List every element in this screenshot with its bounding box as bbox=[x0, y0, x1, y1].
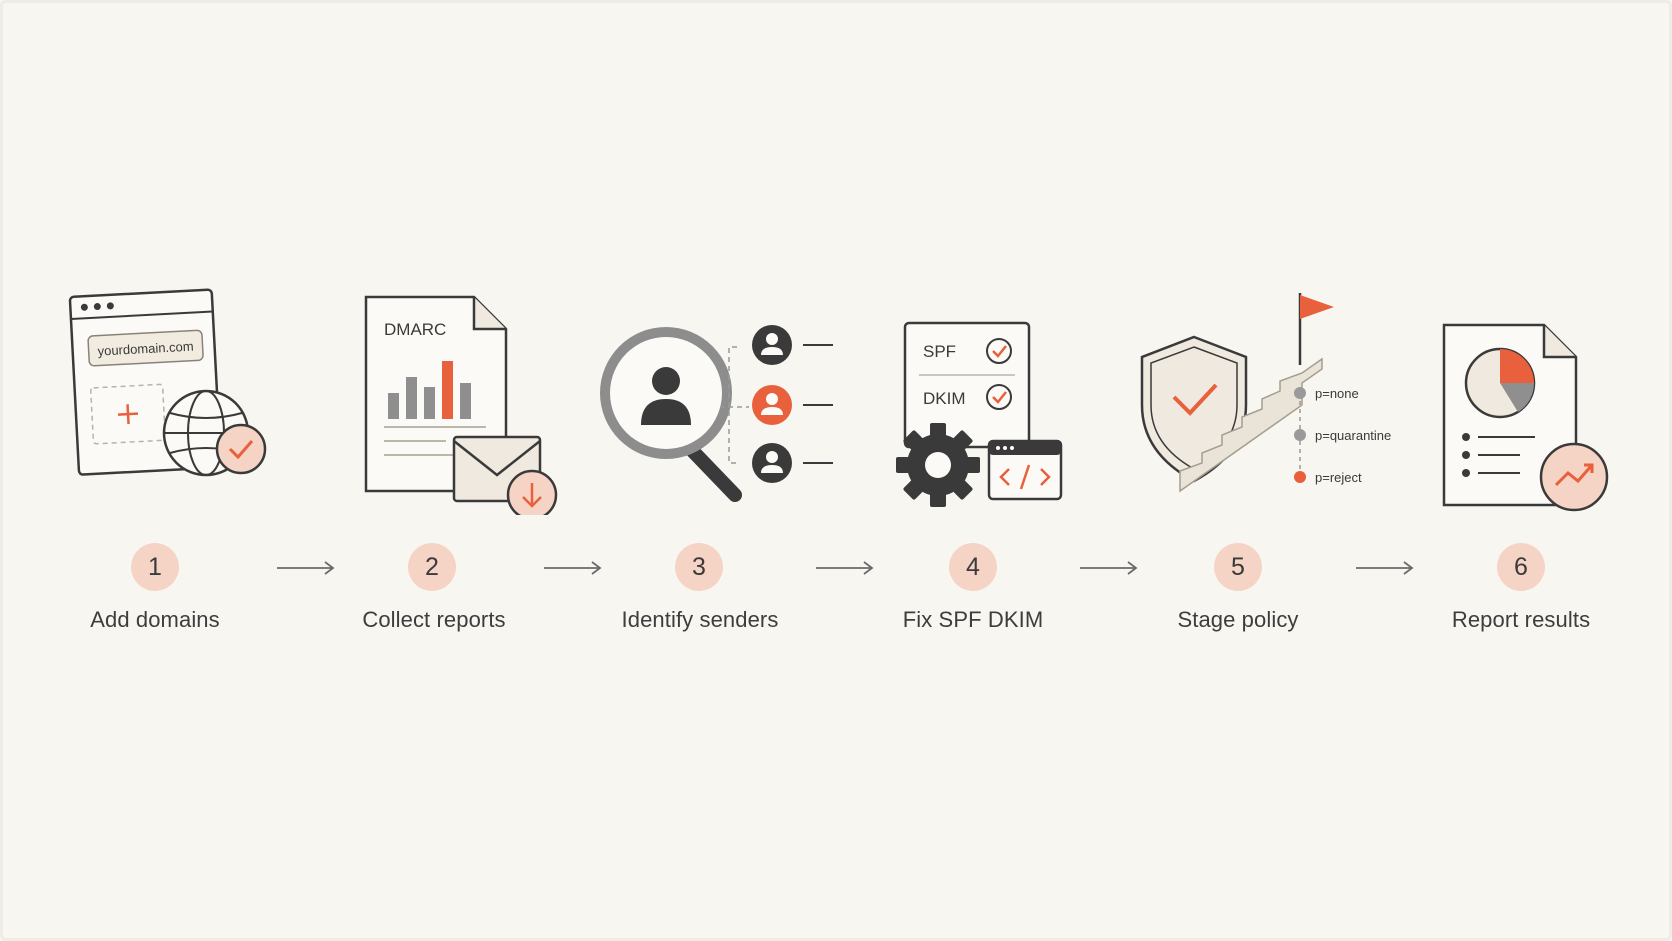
policy-quarantine: p=quarantine bbox=[1315, 428, 1391, 443]
code-window-icon bbox=[987, 439, 1063, 501]
shield-check-icon: p=none p=quarantine p=reject bbox=[1140, 293, 1391, 493]
step-fix-spf-dkim: SPF DKIM bbox=[843, 285, 1103, 665]
step-number-badge: 4 bbox=[949, 543, 997, 591]
step-number-badge: 1 bbox=[131, 543, 179, 591]
step-label: Add domains bbox=[90, 607, 220, 632]
step-stage-policy: p=none p=quarantine p=reject 5 Stage pol… bbox=[1110, 285, 1391, 665]
staircase-flag-icon: p=none p=quarantine p=reject bbox=[1179, 293, 1391, 493]
globe-check-icon bbox=[162, 389, 267, 477]
domain-url-text: yourdomain.com bbox=[97, 339, 194, 359]
spf-label: SPF bbox=[923, 342, 956, 361]
dkim-label: DKIM bbox=[923, 389, 966, 408]
gear-icon bbox=[896, 423, 980, 507]
policy-reject: p=reject bbox=[1315, 470, 1362, 485]
step-label: Report results bbox=[1451, 607, 1591, 632]
pie-chart-report-icon bbox=[1442, 323, 1609, 512]
step-report-results: 6 Report results bbox=[1390, 285, 1650, 665]
policy-none: p=none bbox=[1315, 386, 1359, 401]
step-label: Collect reports bbox=[362, 607, 506, 632]
arrow-right-icon bbox=[816, 561, 874, 575]
step-label: Identify senders bbox=[621, 607, 779, 632]
step-number-badge: 6 bbox=[1497, 543, 1545, 591]
magnifier-user-icon bbox=[600, 325, 833, 502]
arrow-right-icon bbox=[1356, 561, 1414, 575]
trend-up-icon bbox=[1539, 442, 1609, 512]
report-title: DMARC bbox=[384, 320, 446, 339]
step-label: Fix SPF DKIM bbox=[902, 607, 1044, 632]
envelope-download-icon bbox=[452, 435, 558, 515]
sender-list-icon bbox=[721, 325, 833, 483]
step-number-badge: 2 bbox=[408, 543, 456, 591]
arrow-right-icon bbox=[1080, 561, 1138, 575]
step-number-badge: 3 bbox=[675, 543, 723, 591]
step-identify-senders: 3 Identify senders bbox=[575, 285, 835, 665]
arrow-right-icon bbox=[277, 561, 335, 575]
dmarc-report-icon: DMARC bbox=[364, 295, 558, 515]
step-add-domains: yourdomain.com 1 Add domains bbox=[38, 285, 298, 665]
browser-domain-icon: yourdomain.com bbox=[68, 288, 267, 477]
step-number-badge: 5 bbox=[1214, 543, 1262, 591]
step-collect-reports: DMARC 2 Collect reports bbox=[310, 285, 570, 665]
step-label: Stage policy bbox=[1177, 607, 1299, 632]
spf-dkim-checklist-icon: SPF DKIM bbox=[896, 321, 1063, 507]
arrow-right-icon bbox=[544, 561, 602, 575]
